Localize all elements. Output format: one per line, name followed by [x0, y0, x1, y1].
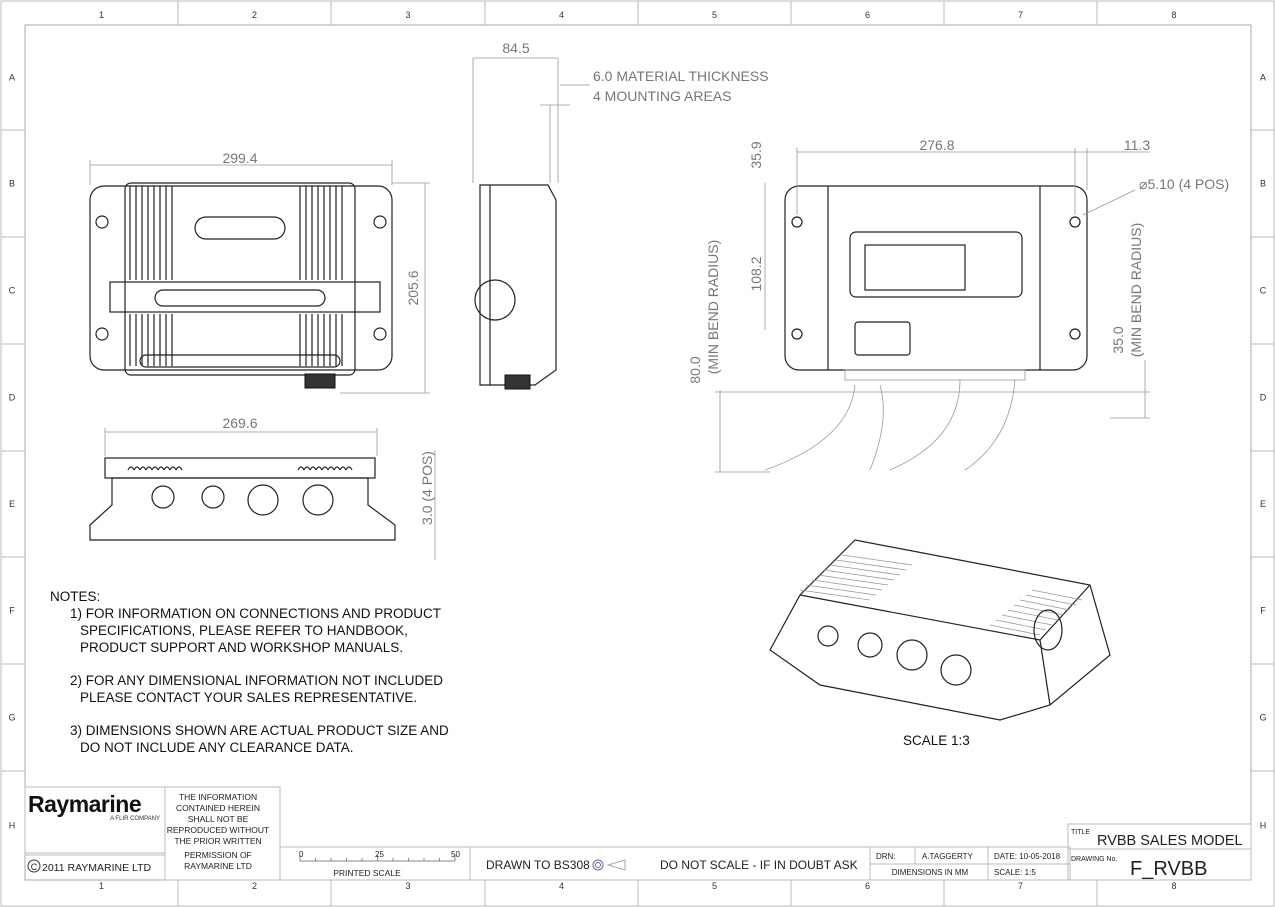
column-label: 8: [1171, 881, 1176, 891]
rear-view: 276.8 11.3 ⌀5.10 (4 POS) 35.9 108.2 80.0…: [687, 137, 1229, 473]
note-line: 2) FOR ANY DIMENSIONAL INFORMATION NOT I…: [70, 673, 443, 688]
svg-text:SHALL NOT BE: SHALL NOT BE: [188, 814, 249, 824]
copyright-text: 2011 RAYMARINE LTD: [42, 862, 152, 874]
isometric-scale-label: SCALE 1:3: [903, 733, 970, 748]
drn-value: A.TAGGERTY: [922, 852, 973, 861]
column-label: 3: [405, 881, 410, 891]
drawing-number: F_RVBB: [1130, 858, 1207, 880]
row-label: B: [1260, 179, 1266, 189]
svg-text:REPRODUCED WITHOUT: REPRODUCED WITHOUT: [167, 825, 269, 835]
scale-tick-label: 0: [299, 850, 304, 859]
front-width-dimension: 299.4: [222, 150, 257, 166]
row-label: D: [1260, 393, 1267, 403]
hole-vertical-spacing-dimension: 108.2: [748, 256, 764, 291]
column-label: 5: [712, 881, 717, 891]
bend-radius-left-label: (MIN BEND RADIUS): [705, 240, 721, 375]
row-label: F: [9, 606, 15, 616]
row-label: G: [8, 713, 15, 723]
side-depth-dimension: 84.5: [502, 40, 529, 56]
side-view: 84.5 6.0 MATERIAL THICKNESS 4 MOUNTING A…: [472, 40, 769, 390]
scale-tick-label: 25: [375, 850, 384, 859]
svg-text:RAYMARINE LTD: RAYMARINE LTD: [184, 861, 252, 871]
row-label: C: [9, 286, 16, 296]
note-line: SPECIFICATIONS, PLEASE REFER TO HANDBOOK…: [80, 623, 408, 638]
column-label: 6: [865, 10, 870, 20]
title-label: TITLE: [1071, 829, 1090, 836]
bend-radius-right-dimension: 35.0: [1110, 326, 1126, 353]
svg-text:CONTAINED HEREIN: CONTAINED HEREIN: [176, 803, 260, 813]
column-label: 8: [1171, 10, 1176, 20]
title-block: [24, 786, 1252, 881]
drawn-to-standard: DRAWN TO BS308: [486, 858, 590, 872]
row-label: A: [9, 73, 15, 83]
column-label: 1: [99, 10, 104, 20]
bend-radius-right-label: (MIN BEND RADIUS): [1128, 223, 1144, 358]
front-height-dimension: 205.6: [405, 270, 421, 305]
note-line: 3) DIMENSIONS SHOWN ARE ACTUAL PRODUCT S…: [70, 723, 449, 738]
foot-height-dimension: 3.0 (4 POS): [419, 451, 435, 525]
hole-spacing-dimension: 276.8: [919, 137, 954, 153]
bend-radius-left-dimension: 80.0: [687, 356, 703, 383]
bottom-width-dimension: 269.6: [222, 415, 257, 431]
hole-top-offset-dimension: 35.9: [748, 141, 764, 168]
bottom-view: 269.6 3.0 (4 POS): [89, 415, 436, 560]
column-label: 1: [99, 881, 104, 891]
drn-label: DRN:: [876, 852, 896, 861]
row-label: B: [9, 179, 15, 189]
column-label: 7: [1018, 881, 1023, 891]
notes-heading: NOTES:: [50, 589, 100, 604]
note-line: DO NOT INCLUDE ANY CLEARANCE DATA.: [80, 740, 354, 755]
column-label: 4: [559, 10, 564, 20]
row-label: A: [1260, 73, 1266, 83]
row-label: H: [1260, 821, 1267, 831]
column-label: 6: [865, 881, 870, 891]
date-field: DATE: 10-05-2018: [994, 852, 1061, 861]
row-label: G: [1259, 713, 1266, 723]
notes: NOTES: 1) FOR INFORMATION ON CONNECTIONS…: [50, 589, 449, 755]
drawing-number-label: DRAWING No.: [1071, 856, 1117, 863]
title-block-text: Raymarine A FLIR COMPANY C 2011 RAYMARIN…: [27, 791, 1243, 880]
column-label: 4: [559, 881, 564, 891]
copyright-symbol: C: [31, 862, 38, 872]
row-label: C: [1260, 286, 1267, 296]
mounting-areas-label: 4 MOUNTING AREAS: [593, 88, 731, 104]
note-line: 1) FOR INFORMATION ON CONNECTIONS AND PR…: [70, 606, 441, 621]
do-not-scale-warning: DO NOT SCALE - IF IN DOUBT ASK: [660, 858, 858, 872]
hole-diameter-dimension: ⌀5.10 (4 POS): [1139, 176, 1229, 192]
disclaimer-text: THE INFORMATION CONTAINED HEREIN SHALL N…: [167, 792, 269, 871]
row-label: F: [1260, 606, 1266, 616]
copyright-icon: [27, 859, 41, 873]
column-label: 5: [712, 10, 717, 20]
note-line: PRODUCT SUPPORT AND WORKSHOP MANUALS.: [80, 640, 403, 655]
units-label: DIMENSIONS IN MM: [892, 868, 969, 877]
row-label: E: [1260, 499, 1266, 509]
scale-field: SCALE: 1:5: [994, 868, 1036, 877]
svg-text:PERMISSION OF: PERMISSION OF: [184, 850, 252, 860]
isometric-view: SCALE 1:3: [769, 539, 1111, 748]
column-label: 7: [1018, 10, 1023, 20]
svg-text:THE INFORMATION: THE INFORMATION: [179, 792, 257, 802]
material-thickness-label: 6.0 MATERIAL THICKNESS: [593, 68, 769, 84]
logo-subtitle: A FLIR COMPANY: [110, 816, 160, 822]
scale-tick-label: 50: [451, 850, 460, 859]
row-label: E: [9, 499, 15, 509]
row-label: H: [9, 821, 16, 831]
row-label: D: [9, 393, 16, 403]
column-label: 3: [405, 10, 410, 20]
svg-text:THE PRIOR WRITTEN: THE PRIOR WRITTEN: [174, 836, 261, 846]
note-line: PLEASE CONTACT YOUR SALES REPRESENTATIVE…: [80, 690, 417, 705]
raymarine-logo: Raymarine: [28, 791, 141, 817]
drawing-title: RVBB SALES MODEL: [1097, 833, 1243, 849]
column-label: 2: [252, 881, 257, 891]
third-angle-projection-icon: [592, 859, 626, 871]
column-label: 2: [252, 10, 257, 20]
edge-offset-dimension: 11.3: [1124, 137, 1150, 153]
front-view: 299.4 205.6: [89, 150, 430, 394]
printed-scale-label: PRINTED SCALE: [333, 868, 401, 878]
